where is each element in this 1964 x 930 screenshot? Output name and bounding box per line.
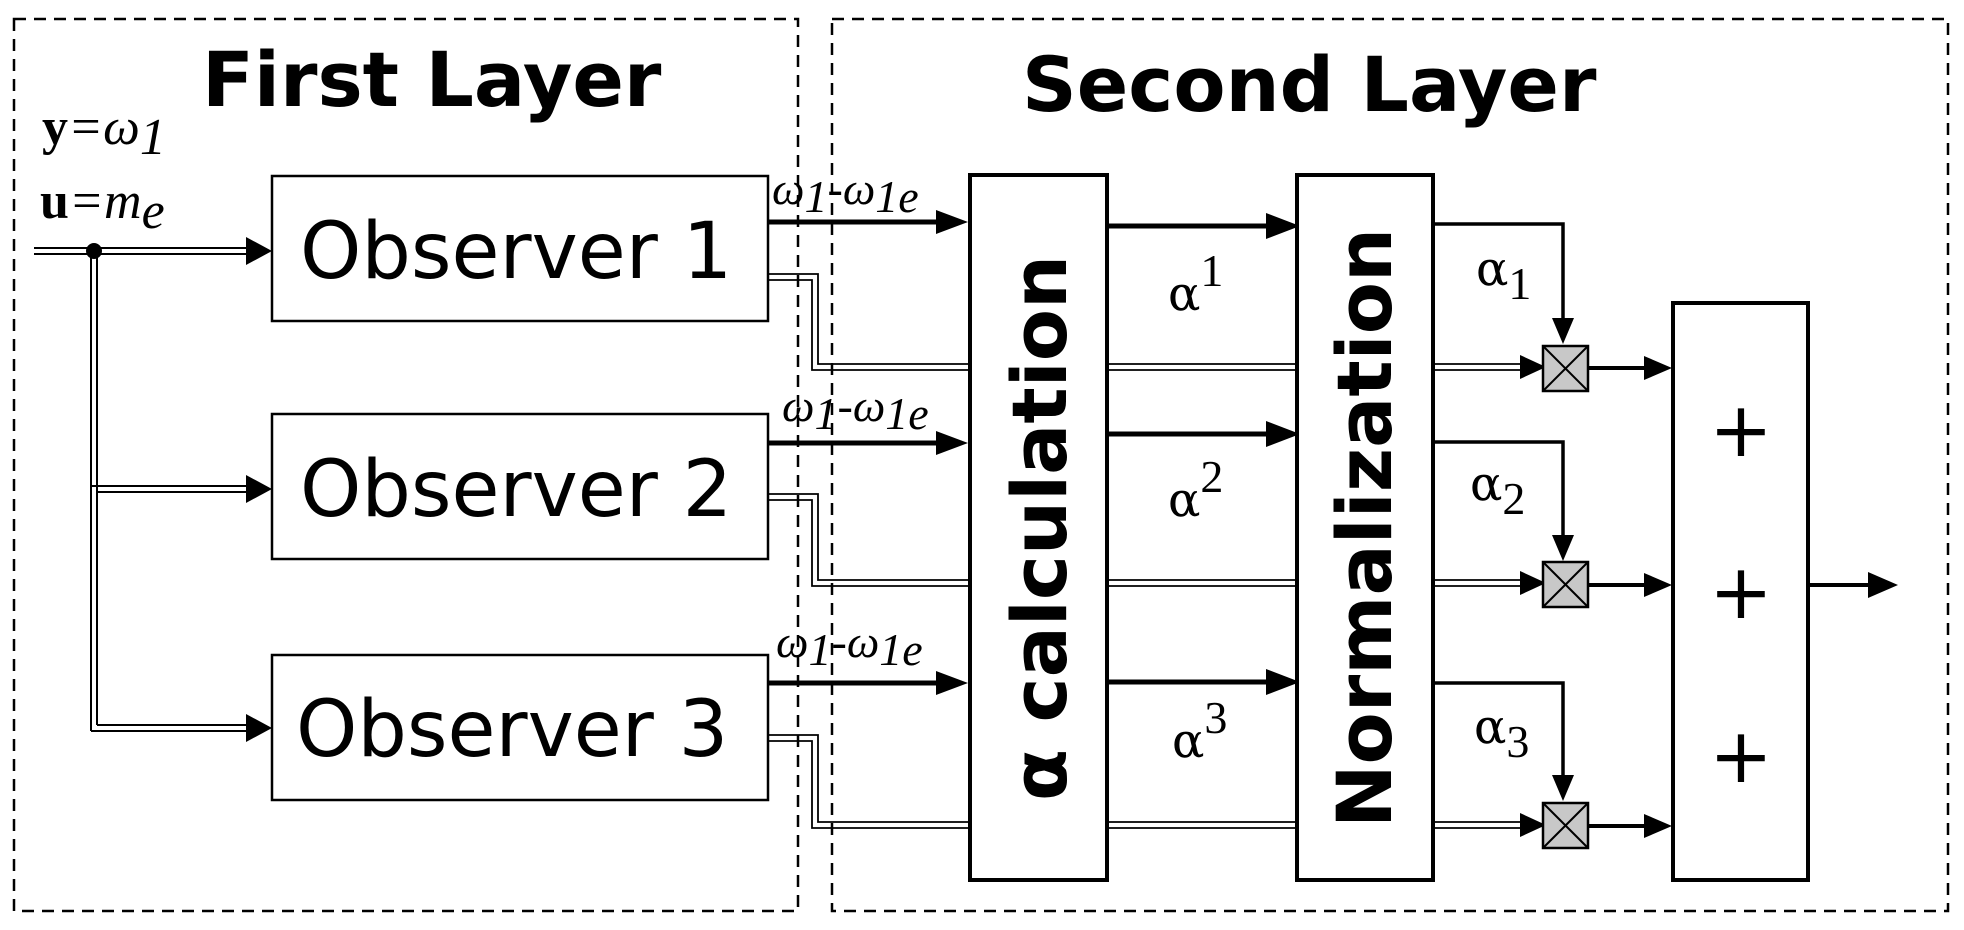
input-arrowheads — [246, 237, 272, 742]
summer-sign-3: + — [1709, 711, 1773, 800]
observer-2-label: Observer 2 — [300, 445, 732, 535]
alpha-raw-1: α1 — [1168, 245, 1223, 322]
input-y-label: y=ω1 — [42, 99, 166, 166]
alpha-raw-3: α3 — [1172, 692, 1227, 769]
alpha-norm-paths — [1433, 222, 1565, 776]
first-layer-frame — [12, 17, 800, 913]
error-label-2: ω1-ω1e — [782, 380, 929, 439]
product-arrowheads — [1644, 356, 1672, 838]
alpha-calculation-box — [968, 173, 1109, 882]
error-arrowheads — [936, 210, 968, 695]
alpha-raw-arrows — [1107, 223, 1270, 685]
alpha-raw-arrowheads — [1266, 213, 1300, 695]
input-junction — [86, 243, 102, 259]
second-layer-frame — [830, 17, 1950, 913]
multiplier-3 — [1541, 801, 1590, 850]
estimate-paths — [768, 273, 1536, 829]
estimate-arrowheads — [1520, 355, 1546, 837]
alpha-norm-2: α2 — [1470, 456, 1525, 524]
error-label-3: ω1-ω1e — [776, 616, 923, 675]
summer-sign-1: + — [1709, 385, 1773, 474]
input-u-label: u=me — [40, 173, 165, 240]
observer-3-box — [270, 653, 770, 802]
alpha-calculation-label: α calculation — [995, 255, 1084, 801]
alpha-raw-2: α2 — [1168, 451, 1223, 528]
error-arrows — [768, 219, 940, 686]
normalization-box — [1295, 173, 1435, 882]
observer-2-box — [270, 412, 770, 561]
observer-1-box — [270, 174, 770, 323]
summer-box — [1671, 301, 1810, 882]
alpha-norm-1: α1 — [1476, 241, 1531, 309]
input-bus — [34, 247, 252, 732]
error-label-1: ω1-ω1e — [772, 163, 919, 222]
second-layer-title: Second Layer — [1022, 40, 1597, 129]
output-arrowhead — [1868, 572, 1898, 598]
multiplier-1 — [1541, 344, 1590, 393]
observer-3-label: Observer 3 — [296, 685, 728, 775]
alpha-norm-3: α3 — [1474, 699, 1529, 767]
multiplier-2 — [1541, 560, 1590, 609]
summer-sign-2: + — [1709, 547, 1773, 636]
observer-1-label: Observer 1 — [300, 207, 732, 297]
alpha-norm-arrowheads — [1552, 318, 1574, 801]
product-arrows — [1588, 366, 1648, 828]
normalization-label: Normalization — [1320, 228, 1409, 828]
first-layer-title: First Layer — [202, 35, 662, 124]
